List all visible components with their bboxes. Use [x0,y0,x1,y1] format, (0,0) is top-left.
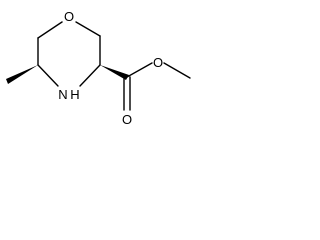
bond-o1-c6 [75,21,101,37]
ester-oxygen-label: O [153,55,163,70]
bond-o1-c2 [37,21,63,39]
ester-wedge-bond [100,65,129,80]
ring-oxygen-label: O [64,9,74,24]
carbonyl-oxygen-label: O [122,112,132,127]
methyl-wedge-bond [6,65,38,84]
ring-nitrogen-label: N [58,87,67,102]
bond-carbonyl-c-ester-o [126,62,153,78]
bond-n4-c5 [79,64,101,87]
bond-c3-n4 [37,64,59,87]
bond-ester-o-methyl [163,62,191,79]
nitrogen-hydrogen-label: H [70,87,79,102]
morpholine-ester-structure: O N H O O [6,9,191,127]
